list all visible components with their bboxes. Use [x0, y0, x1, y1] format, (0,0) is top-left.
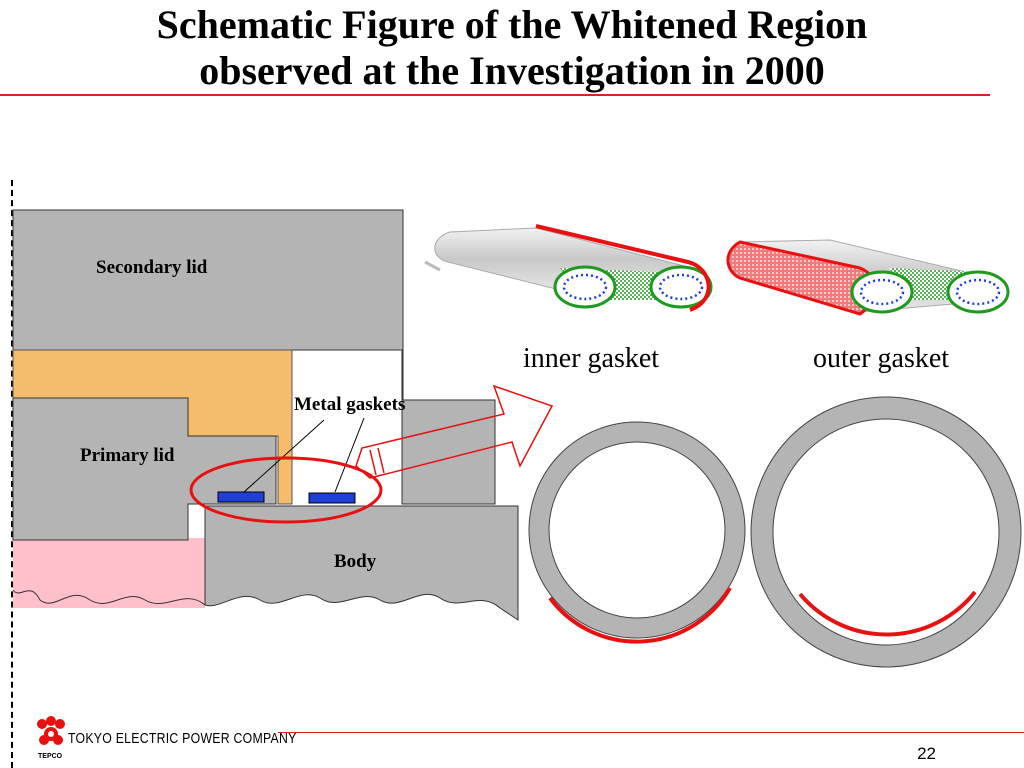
inner-gasket-label: inner gasket	[523, 343, 660, 374]
tepco-logo-icon	[37, 716, 65, 745]
leader-line-1	[243, 419, 325, 493]
page-title: Schematic Figure of the Whitened Region …	[0, 2, 1024, 94]
inner-gasket-ring	[528, 421, 746, 644]
secondary-lid-label: Secondary lid	[96, 257, 208, 278]
body-shape	[204, 505, 519, 621]
highlight-ellipse	[189, 456, 383, 524]
metal-gasket-inner	[217, 491, 265, 503]
metal-gaskets-label: Metal gaskets	[294, 394, 406, 415]
outer-gasket-label: outer gasket	[813, 343, 950, 374]
primary-lid-label: Primary lid	[80, 445, 175, 466]
footer-divider	[278, 732, 1024, 733]
company-abbrev: TEPCO	[38, 753, 63, 760]
title-divider	[0, 94, 990, 96]
centerline-dashed	[11, 180, 13, 768]
primary-lid-shape	[12, 397, 277, 541]
title-line-1: Schematic Figure of the Whitened Region	[156, 2, 868, 47]
inner-ring-whitened-arc	[548, 586, 732, 644]
inner-gasket-illustration	[424, 224, 713, 312]
wavy-edge-left	[12, 589, 206, 606]
pink-region	[13, 538, 205, 608]
company-name: TOKYO ELECTRIC POWER COMPANY	[68, 730, 297, 747]
leader-line-2	[334, 417, 365, 493]
body-label: Body	[334, 551, 377, 572]
metal-gasket-outer	[308, 492, 356, 504]
title-line-2: observed at the Investigation in 2000	[199, 48, 825, 93]
page-number: 22	[917, 744, 936, 763]
outer-gasket-illustration	[726, 239, 1010, 316]
outer-ring-whitened-arc	[798, 590, 977, 637]
zoom-arrow	[355, 384, 554, 479]
outer-gasket-ring	[750, 396, 1022, 668]
